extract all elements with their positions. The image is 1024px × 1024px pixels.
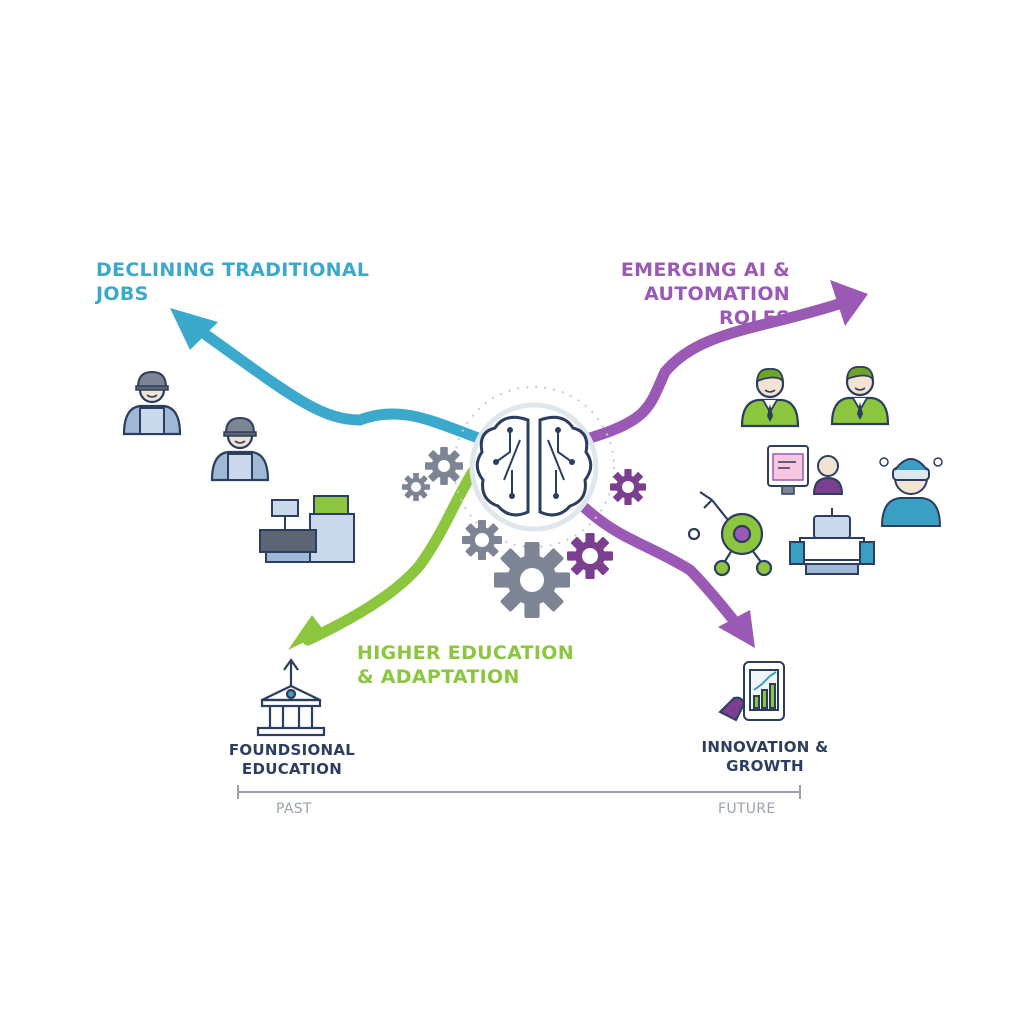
- construction-worker-icon: [122, 370, 182, 436]
- gear-icon: [567, 533, 613, 579]
- robotic-arm-icon: [687, 491, 773, 577]
- tablet-growth-chart-icon: [718, 661, 785, 722]
- gear-icon: [425, 447, 463, 485]
- timeline-end-label: FUTURE: [718, 801, 776, 817]
- innovation-growth-label: INNOVATION & GROWTH: [701, 738, 829, 775]
- gear-icon: [610, 469, 646, 505]
- vr-engineer-icon: [879, 457, 943, 527]
- computer-operator-icon: [767, 445, 844, 495]
- professional-icon: [830, 365, 890, 426]
- robot-machine-icon: [789, 508, 875, 575]
- timeline-axis: [237, 785, 801, 799]
- brain-circuit-icon: [453, 386, 615, 548]
- professional-icon: [740, 367, 800, 428]
- gear-icon: [494, 542, 570, 618]
- institution-building-icon: [256, 658, 326, 737]
- declining-jobs-arrow: [170, 308, 484, 444]
- higher-education-arrow: [288, 464, 480, 650]
- emerging-roles-arrow: [584, 280, 868, 444]
- higher-education-label: HIGHER EDUCATION& ADAPTATION: [357, 642, 574, 688]
- innovation-arrow: [579, 502, 755, 648]
- construction-worker-icon: [210, 416, 270, 482]
- gear-icon: [402, 473, 430, 501]
- cash-register-icon: [259, 495, 355, 563]
- gear-icon: [462, 520, 502, 560]
- timeline-start-label: PAST: [276, 801, 312, 817]
